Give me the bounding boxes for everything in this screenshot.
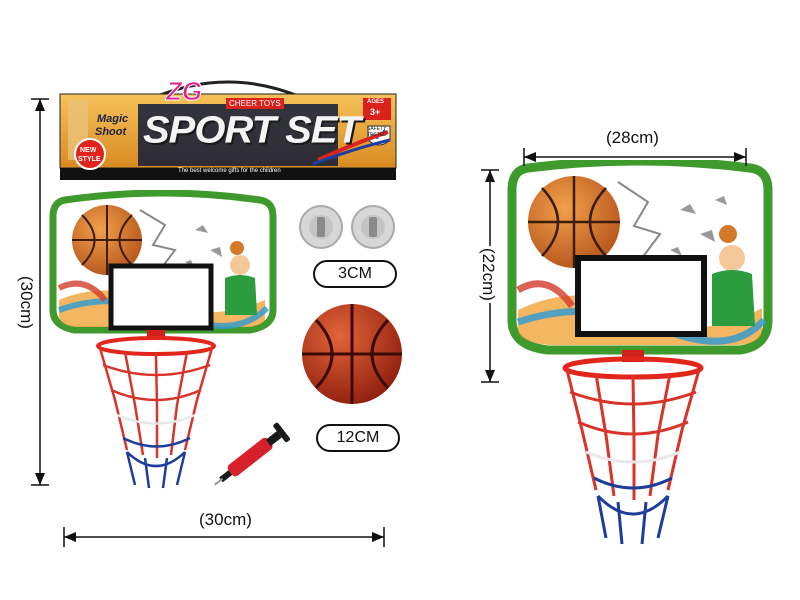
safety-line2: TESTED (367, 132, 387, 138)
new-badge-text: NEW (80, 147, 97, 154)
safety-line1: SAFETY (367, 126, 387, 132)
cheer-toys-label: CHEER TOYS (226, 98, 284, 109)
new-style-badge (74, 138, 106, 170)
left-height-dimension (31, 98, 49, 486)
mini-basketball (302, 304, 402, 404)
left-backboard (49, 190, 277, 489)
right-width-label: (28cm) (603, 128, 662, 148)
right-backboard (507, 160, 773, 545)
magic-label: Magic (97, 113, 129, 125)
suction-cup-size-label: 3CM (313, 260, 397, 288)
product-title: SPORT SET (143, 109, 361, 151)
tagline: The best welcome gifts for the children (178, 168, 281, 174)
shoot-label: Shoot (95, 126, 127, 138)
ball-size-label: 12CM (316, 424, 400, 452)
air-pump (214, 422, 290, 486)
suction-cups (299, 205, 395, 249)
suction-cup-left (299, 205, 343, 249)
age-value: 3+ (370, 107, 381, 117)
left-height-label: (30cm) (16, 274, 36, 331)
left-width-label: (30cm) (196, 510, 255, 530)
right-width-dimension (523, 148, 747, 166)
age-label: AGES (367, 99, 385, 105)
brand-logo: ZG (165, 76, 203, 107)
left-width-dimension (63, 527, 385, 547)
right-height-label: (22cm) (478, 246, 498, 303)
suction-cup-right (351, 205, 395, 249)
style-badge-text: STYLE (78, 156, 101, 163)
